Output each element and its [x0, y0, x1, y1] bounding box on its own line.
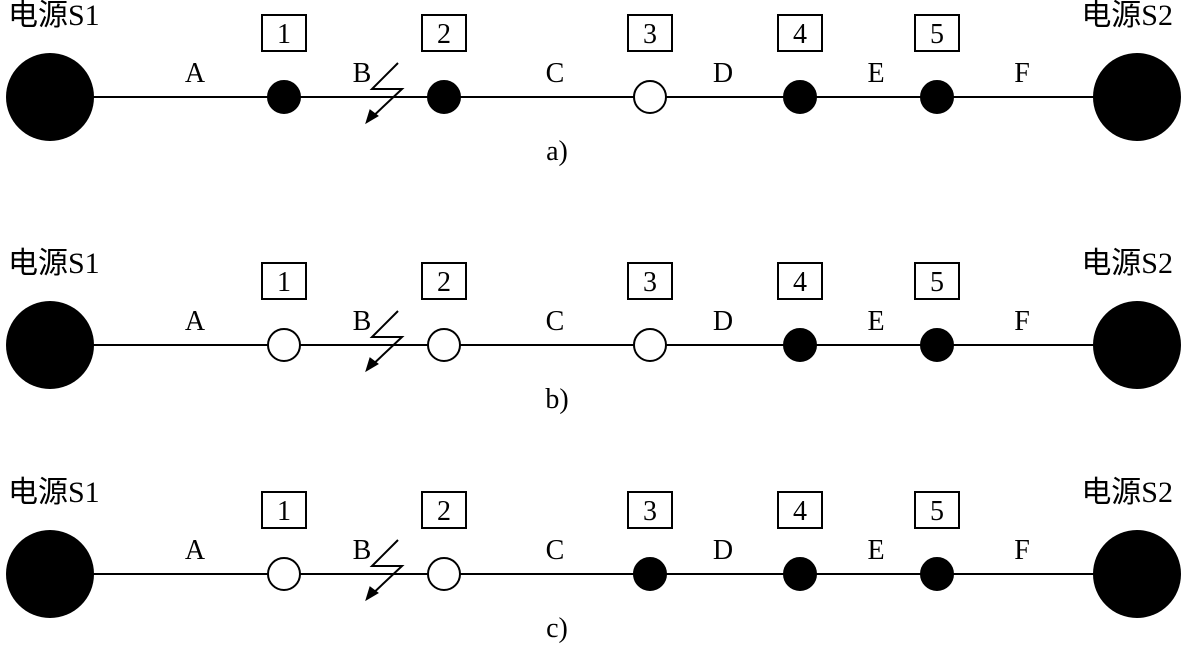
switch-number-2: 2 — [437, 496, 451, 527]
switch-number-3: 3 — [643, 496, 657, 527]
segment-label-a: A — [185, 306, 206, 337]
segment-label-f: F — [1014, 58, 1030, 89]
switch-number-5: 5 — [930, 19, 944, 50]
panel-caption: c) — [546, 613, 568, 644]
segment-label-b: B — [353, 535, 372, 566]
segment-label-a: A — [185, 535, 206, 566]
switch-number-box — [421, 14, 467, 52]
source-label-s1: 电源S1 — [8, 247, 100, 280]
segment-label-d: D — [713, 535, 733, 566]
switch-4-closed — [783, 80, 817, 114]
switch-number-3: 3 — [643, 267, 657, 298]
segment-label-c: C — [546, 306, 565, 337]
switch-number-4: 4 — [793, 19, 807, 50]
switch-number-4: 4 — [793, 496, 807, 527]
lightning-fault-icon — [365, 310, 405, 373]
segment-label-e: E — [867, 58, 884, 89]
segment-label-a: A — [185, 58, 206, 89]
source-label-s1: 电源S1 — [8, 0, 100, 32]
switch-number-box — [627, 14, 673, 52]
panel-caption: b) — [545, 384, 568, 415]
switch-5-closed — [920, 328, 954, 362]
switch-1-closed — [267, 80, 301, 114]
switch-number-3: 3 — [643, 19, 657, 50]
switch-4-closed — [783, 328, 817, 362]
switch-3-open — [633, 80, 667, 114]
switch-number-box — [914, 262, 960, 300]
source-label-s2: 电源S2 — [1081, 476, 1173, 509]
switch-number-5: 5 — [930, 496, 944, 527]
segment-label-c: C — [546, 535, 565, 566]
switch-number-1: 1 — [277, 19, 291, 50]
switch-number-box — [261, 14, 307, 52]
switch-number-box — [914, 14, 960, 52]
switch-number-box — [627, 262, 673, 300]
switch-5-closed — [920, 80, 954, 114]
segment-label-b: B — [353, 58, 372, 89]
power-source-s1 — [6, 53, 94, 141]
source-label-s1: 电源S1 — [8, 476, 100, 509]
power-source-s1 — [6, 301, 94, 389]
switch-number-box — [421, 491, 467, 529]
switch-3-closed — [633, 557, 667, 591]
source-label-s2: 电源S2 — [1081, 247, 1173, 280]
source-label-s2: 电源S2 — [1081, 0, 1173, 32]
switch-number-1: 1 — [277, 496, 291, 527]
switch-1-open — [267, 328, 301, 362]
switch-number-box — [914, 491, 960, 529]
switch-number-box — [777, 491, 823, 529]
switch-4-closed — [783, 557, 817, 591]
switch-1-open — [267, 557, 301, 591]
switch-2-open — [427, 328, 461, 362]
switch-number-box — [627, 491, 673, 529]
switch-2-open — [427, 557, 461, 591]
switch-number-box — [261, 491, 307, 529]
switch-5-closed — [920, 557, 954, 591]
lightning-fault-icon — [365, 62, 405, 125]
segment-label-f: F — [1014, 306, 1030, 337]
switch-number-box — [261, 262, 307, 300]
power-source-s2 — [1093, 301, 1181, 389]
panel-caption: a) — [546, 136, 568, 167]
switch-number-2: 2 — [437, 267, 451, 298]
switch-3-open — [633, 328, 667, 362]
switch-number-box — [421, 262, 467, 300]
segment-label-e: E — [867, 306, 884, 337]
switch-number-5: 5 — [930, 267, 944, 298]
segment-label-f: F — [1014, 535, 1030, 566]
segment-label-c: C — [546, 58, 565, 89]
power-source-s2 — [1093, 53, 1181, 141]
lightning-fault-icon — [365, 539, 405, 602]
switch-2-closed — [427, 80, 461, 114]
switch-number-2: 2 — [437, 19, 451, 50]
power-source-s2 — [1093, 530, 1181, 618]
switch-number-1: 1 — [277, 267, 291, 298]
switch-number-box — [777, 14, 823, 52]
switch-number-box — [777, 262, 823, 300]
switch-number-4: 4 — [793, 267, 807, 298]
power-source-s1 — [6, 530, 94, 618]
segment-label-b: B — [353, 306, 372, 337]
segment-label-e: E — [867, 535, 884, 566]
segment-label-d: D — [713, 306, 733, 337]
segment-label-d: D — [713, 58, 733, 89]
